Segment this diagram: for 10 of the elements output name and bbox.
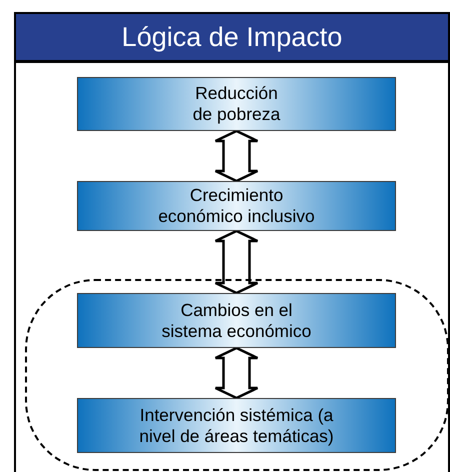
double-arrow: [214, 346, 259, 400]
double-arrow: [214, 130, 259, 182]
process-box: Cambios en el sistema económico: [77, 293, 396, 348]
frame-panel: [14, 12, 450, 472]
title-banner: Lógica de Impacto: [16, 14, 448, 63]
double-arrow: [214, 230, 259, 294]
process-box: Reducción de pobreza: [77, 77, 396, 131]
process-box: Intervención sistémica (a nivel de áreas temáticas): [77, 398, 396, 453]
process-box: Crecimiento económico inclusivo: [77, 181, 396, 231]
dashed-group-outline: [25, 279, 449, 471]
